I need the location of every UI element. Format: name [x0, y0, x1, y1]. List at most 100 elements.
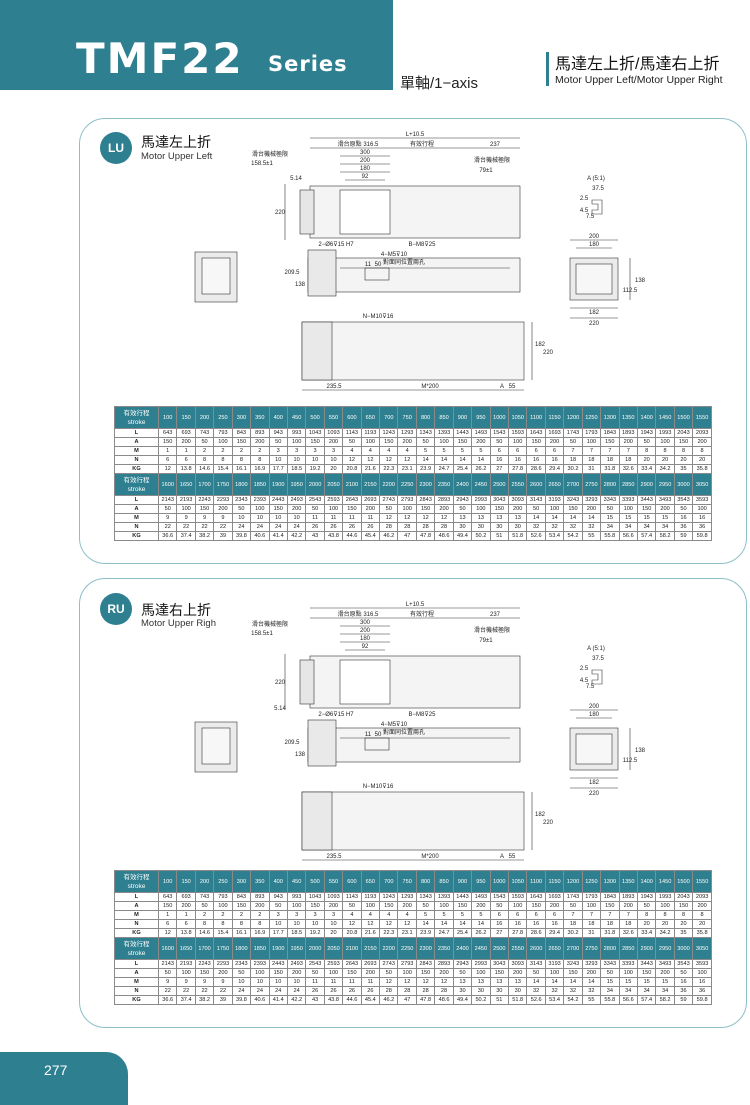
table-cell: 49.4 — [452, 995, 473, 1005]
table-cell: 9 — [176, 513, 196, 523]
table-cell: 26 — [323, 522, 344, 532]
table-cell: 1143 — [342, 428, 362, 438]
table-cell: 6 — [526, 446, 546, 456]
table-cell: 150 — [342, 504, 362, 514]
table-cell: 51.8 — [508, 995, 528, 1005]
table-cell: 18 — [563, 455, 583, 465]
table-cell: 50 — [415, 901, 436, 911]
table-cell: 10 — [268, 977, 288, 987]
lu-dim-2355: 235.5 — [326, 384, 342, 390]
stroke-value-cell: 1450 — [655, 870, 675, 893]
table-cell: 11 — [323, 513, 344, 523]
table-cell: 843 — [231, 428, 252, 438]
stroke-value-cell: 1400 — [636, 870, 657, 893]
ru-dim-2095: 209.5 — [284, 740, 300, 746]
table-cell: 10 — [250, 513, 270, 523]
table-cell: 57.4 — [636, 995, 657, 1005]
table-cell: 3 — [305, 910, 325, 920]
table-cell: 100 — [544, 504, 565, 514]
table-cell: 20 — [655, 919, 675, 929]
table-cell: 3 — [268, 910, 288, 920]
table-cell: 150 — [157, 901, 178, 911]
ru-dim-182: 182 — [535, 812, 546, 818]
table-cell: 100 — [544, 968, 565, 978]
table-cell: 7 — [600, 446, 620, 456]
lu-subtitle: Motor Upper Left — [141, 151, 213, 162]
table-cell: 46.2 — [379, 995, 399, 1005]
table-cell: 46.2 — [379, 531, 399, 541]
stroke-value-cell: 600 — [342, 406, 362, 429]
table-cell: 100 — [176, 504, 196, 514]
table-cell: 100 — [471, 968, 491, 978]
table-cell: 5 — [471, 446, 491, 456]
stroke-value-cell: 2650 — [544, 473, 565, 496]
lu-dim-182: 182 — [535, 342, 546, 348]
table-cell: 14 — [544, 977, 565, 987]
lu-end-1125: 112.5 — [623, 288, 638, 294]
table-cell: 943 — [268, 428, 288, 438]
table-cell: 693 — [176, 892, 196, 902]
stroke-value-cell: 2700 — [563, 937, 583, 960]
table-cell: 51 — [489, 995, 510, 1005]
stroke-value-cell: 2000 — [305, 937, 325, 960]
table-cell: 47.8 — [415, 995, 436, 1005]
table-cell: 42.2 — [286, 995, 307, 1005]
table-cell: 16 — [673, 977, 694, 987]
table-cell: 31 — [581, 928, 602, 938]
stroke-value-cell: 650 — [360, 870, 381, 893]
table-cell: 36 — [692, 522, 712, 532]
table-cell: 50 — [157, 504, 178, 514]
table-cell: 9 — [194, 513, 215, 523]
table-cell: 50 — [489, 437, 510, 447]
table-cell: 1993 — [655, 428, 675, 438]
table-cell: 9 — [176, 977, 196, 987]
table-cell: 32 — [544, 522, 565, 532]
table-cell: 38.2 — [194, 531, 215, 541]
table-cell: 2593 — [323, 495, 344, 505]
stroke-value-cell: 1000 — [489, 870, 510, 893]
table-cell: 16.9 — [250, 928, 270, 938]
table-cell: 20 — [673, 455, 694, 465]
table-cell: 22 — [194, 986, 215, 996]
table-cell: 16 — [526, 919, 546, 929]
table-cell: 150 — [231, 437, 252, 447]
table-cell: 150 — [600, 437, 620, 447]
table-cell: 1243 — [379, 428, 399, 438]
ru-dim-180: 180 — [360, 636, 371, 642]
table-cell: 11 — [305, 513, 325, 523]
table-cell: 33.4 — [636, 928, 657, 938]
table-cell: 200 — [655, 968, 675, 978]
stroke-value-cell: 200 — [194, 406, 215, 429]
table-cell: 8 — [673, 910, 694, 920]
stroke-value-cell: 200 — [194, 870, 215, 893]
stroke-value-cell: 1050 — [508, 870, 528, 893]
table-cell: 1643 — [526, 428, 546, 438]
table-cell: 100 — [434, 437, 454, 447]
table-cell: 9 — [157, 513, 178, 523]
table-cell: 2193 — [176, 495, 196, 505]
table-cell: 200 — [471, 437, 491, 447]
table-cell: 2793 — [397, 495, 417, 505]
table-cell: 2043 — [673, 892, 694, 902]
table-cell: 23.9 — [415, 928, 436, 938]
row-label-cell: M — [114, 513, 159, 523]
ru-title: 馬達右上折 — [141, 602, 211, 618]
table-cell: 59.8 — [692, 531, 712, 541]
table-cell: 100 — [618, 968, 638, 978]
table-cell: 8 — [636, 910, 657, 920]
stroke-value-cell: 300 — [231, 406, 252, 429]
table-cell: 40.6 — [250, 995, 270, 1005]
stroke-value-cell: 1250 — [581, 406, 602, 429]
stroke-value-cell: 800 — [415, 406, 436, 429]
table-cell: 12 — [379, 513, 399, 523]
table-cell: 22 — [157, 522, 178, 532]
lu-drawing: L+10.5 滑台原點 316.5 有效行程 237 300 200 180 9… — [194, 132, 646, 391]
stroke-value-cell: 850 — [434, 406, 454, 429]
table-cell: 3243 — [563, 495, 583, 505]
